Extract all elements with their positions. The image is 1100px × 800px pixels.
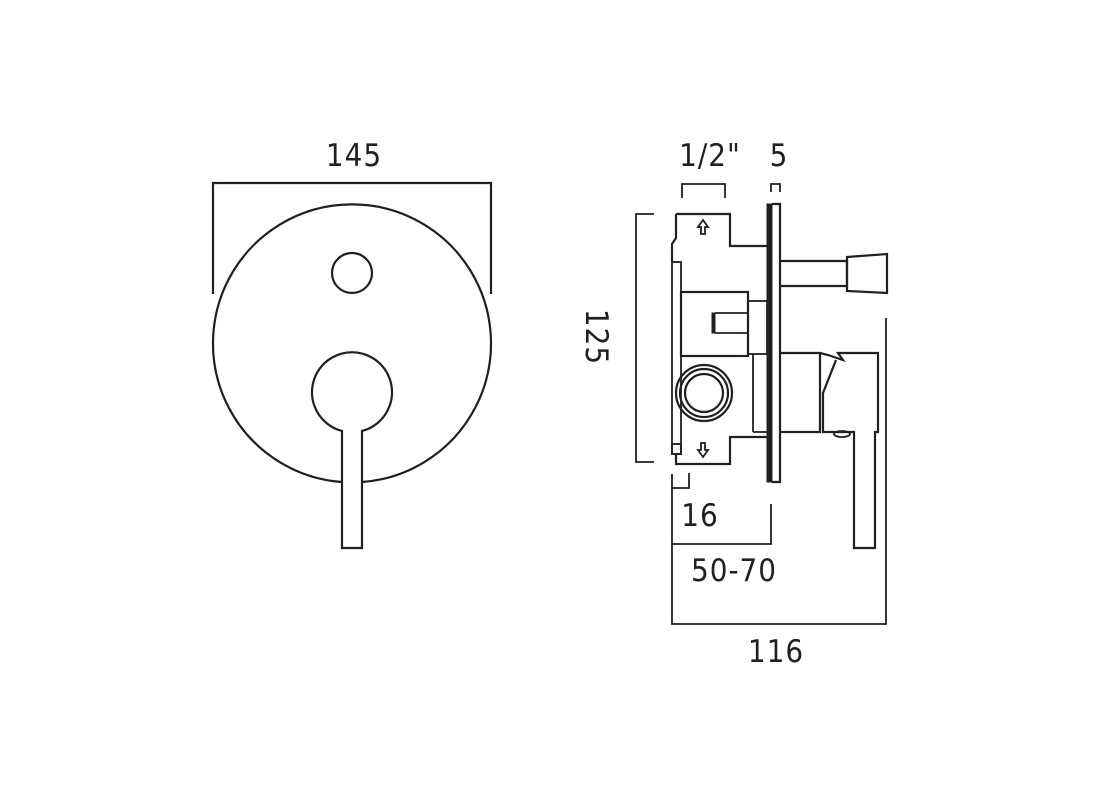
dimension-line-body-depth (671, 473, 690, 489)
diverter-knob-side (845, 252, 889, 295)
diverter-knob (330, 251, 374, 295)
dimension-line-total-projection (671, 318, 887, 625)
side-view: 1/2" 5 125 (578, 138, 889, 670)
diverter-stem (780, 259, 849, 288)
valve-body-outline (670, 212, 767, 466)
inlet-port-mid (678, 367, 730, 419)
dimension-label-width: 145 (326, 138, 382, 174)
dimension-line-width (211, 181, 493, 294)
dimension-label-total-projection: 116 (748, 634, 804, 670)
dimension-line-inlet (681, 183, 726, 198)
dimension-label-body-depth: 16 (681, 498, 718, 534)
cover-plate-side (772, 202, 782, 484)
dimension-line-wall-depth (671, 488, 772, 545)
cover-plate-circle (211, 203, 493, 484)
dimension-label-height: 125 (578, 309, 614, 365)
cartridge-slot (715, 312, 749, 334)
inlet-port-inner (683, 372, 725, 414)
dimension-label-plate-thickness: 5 (770, 138, 789, 174)
front-view: 145 (211, 138, 493, 550)
arrow-up-icon (696, 218, 710, 235)
dimension-label-inlet: 1/2" (679, 138, 741, 174)
cover-plate-side-dark (766, 203, 773, 483)
valve-side-rail (671, 261, 682, 455)
dimension-label-wall-depth-range: 50-70 (691, 553, 777, 589)
inlet-port-outer (674, 363, 734, 423)
cartridge-slot-edge (711, 312, 716, 334)
valve-rail-foot (671, 443, 682, 455)
handle-hub-side (780, 351, 822, 434)
dimension-line-height (635, 213, 654, 463)
lever-side (819, 351, 880, 550)
lever-handle (310, 351, 394, 550)
lever-grub-screw (833, 430, 851, 438)
arrow-down-icon (696, 442, 710, 459)
dimension-line-plate-thickness (770, 183, 781, 192)
cartridge-spacer (747, 300, 768, 355)
